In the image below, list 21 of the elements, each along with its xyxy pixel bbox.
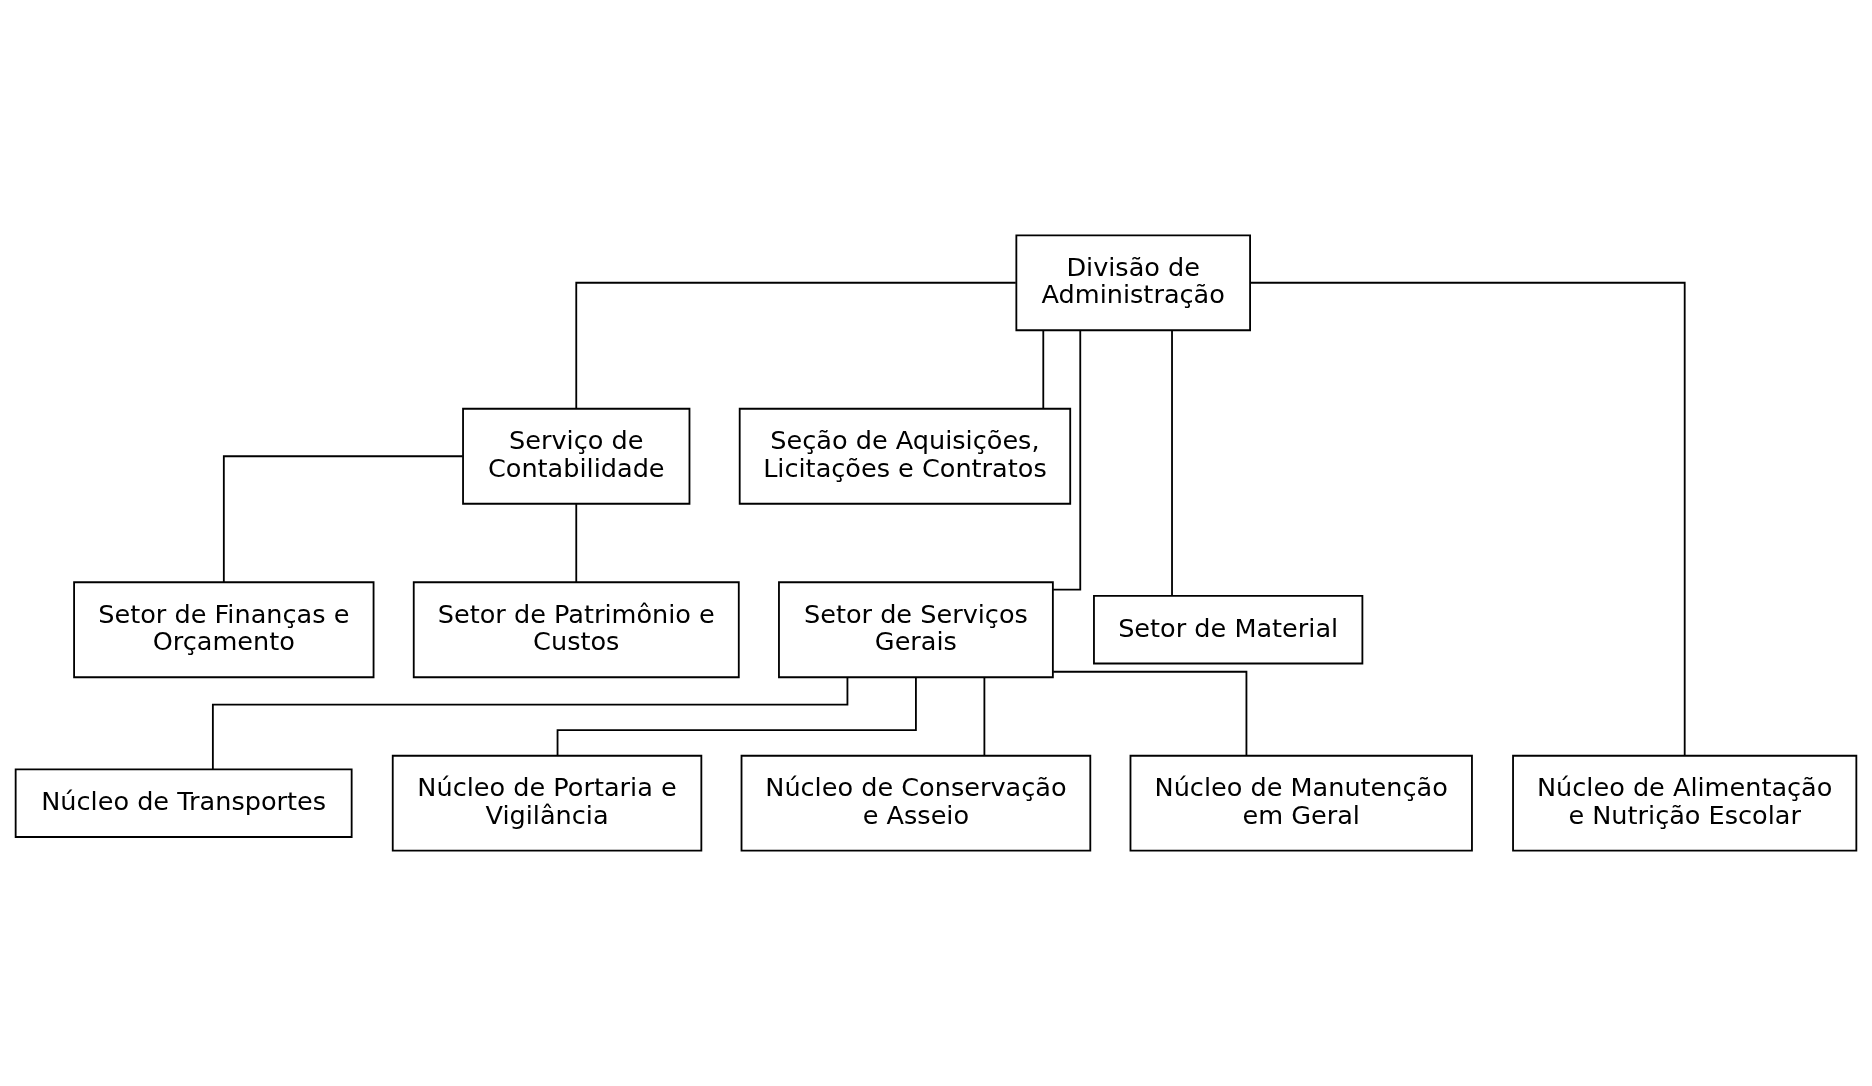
node-box: Núcleo de Conservação e Asseio [740, 754, 1092, 852]
node-box: Núcleo de Transportes [14, 768, 353, 838]
connector [1042, 329, 1045, 410]
node-box: Setor de Material [1093, 595, 1364, 665]
node-box: Seção de Aquisições, Licitações e Contratos [738, 407, 1072, 505]
connector [1052, 329, 1082, 591]
connector [983, 676, 986, 757]
connector [575, 503, 578, 583]
node-box: Divisão de Administração [1015, 234, 1251, 332]
connector [1249, 281, 1686, 757]
node-box: Setor de Serviços Gerais [778, 581, 1054, 679]
node-box: Setor de Finanças e Orçamento [73, 581, 375, 679]
connector [575, 281, 1017, 410]
node-box: Serviço de Contabilidade [462, 407, 691, 505]
connector [1171, 329, 1173, 597]
connector [222, 455, 464, 583]
node-box: Núcleo de Portaria e Vigilância [391, 754, 703, 852]
connector [1052, 670, 1248, 756]
node-box: Núcleo de Manutenção em Geral [1129, 754, 1473, 852]
node-box: Setor de Patrimônio e Custos [412, 581, 740, 679]
node-box: Núcleo de Alimentação e Nutrição Escolar [1512, 754, 1858, 852]
